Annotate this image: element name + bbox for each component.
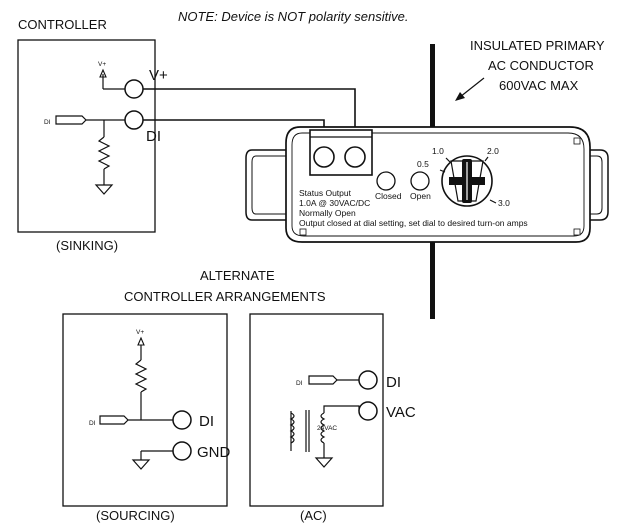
- sourcing-vplus-arrow: [137, 336, 145, 360]
- device-terminal-right: [344, 146, 366, 168]
- controller-title: CONTROLLER: [18, 17, 107, 32]
- di-terminal: [124, 110, 144, 130]
- status-line-1: Status Output: [299, 188, 352, 198]
- open-led: [410, 171, 430, 191]
- sourcing-di-terminal: [172, 410, 192, 430]
- sourcing-vplus-small-label: V+: [136, 329, 144, 336]
- di-terminal-label: DI: [146, 128, 161, 145]
- ac-caption: (AC): [300, 508, 327, 523]
- conductor-label-line2: AC CONDUCTOR: [488, 58, 594, 73]
- alternate-title-line2: CONTROLLER ARRANGEMENTS: [124, 289, 326, 304]
- sourcing-ground-symbol: [131, 450, 173, 470]
- closed-led: [376, 171, 396, 191]
- sourcing-caption: (SOURCING): [96, 508, 175, 523]
- transformer-label: 24VAC: [317, 425, 337, 432]
- sourcing-di-connector: [99, 415, 173, 425]
- conductor-label-line1: INSULATED PRIMARY: [470, 38, 605, 53]
- status-line-4: Output closed at dial setting, set dial …: [299, 218, 528, 228]
- alternate-title-line1: ALTERNATE: [200, 268, 275, 283]
- di-small-label: DI: [44, 119, 51, 126]
- ac-vac-terminal: [358, 401, 378, 421]
- dial-tick-1-0: 1.0: [432, 146, 444, 156]
- vplus-terminal: [124, 79, 144, 99]
- ac-di-terminal-label: DI: [386, 374, 401, 391]
- ac-di-terminal: [358, 370, 378, 390]
- ac-di-connector: [308, 375, 359, 385]
- device-terminal-left: [313, 146, 335, 168]
- ground-symbol: [94, 184, 114, 195]
- status-line-2: 1.0A @ 30VAC/DC: [299, 198, 370, 208]
- sourcing-gnd-terminal: [172, 441, 192, 461]
- sinking-caption: (SINKING): [56, 238, 118, 253]
- vplus-small-label: V+: [98, 61, 106, 68]
- setpoint-dial: [439, 155, 497, 207]
- open-led-label: Open: [410, 191, 431, 201]
- sourcing-di-terminal-label: DI: [199, 413, 214, 430]
- vplus-terminal-label: V+: [149, 67, 168, 84]
- controller-sourcing-box: [62, 313, 228, 507]
- dial-tick-0-5: 0.5: [417, 159, 429, 169]
- sourcing-di-small-label: DI: [89, 420, 96, 427]
- conductor-pointer-arrow: [455, 77, 485, 101]
- status-line-3: Normally Open: [299, 208, 356, 218]
- ac-di-small-label: DI: [296, 380, 303, 387]
- sourcing-gnd-terminal-label: GND: [197, 444, 231, 461]
- pulldown-resistor: [97, 120, 111, 185]
- transformer-symbol: [289, 405, 360, 458]
- closed-led-label: Closed: [375, 191, 402, 201]
- controller-sinking-box: [17, 39, 156, 233]
- ac-ground-symbol: [314, 457, 334, 468]
- polarity-note: NOTE: Device is NOT polarity sensitive.: [178, 9, 408, 24]
- ac-vac-terminal-label: VAC: [386, 404, 416, 421]
- sourcing-resistor: [134, 359, 148, 420]
- conductor-label-line3: 600VAC MAX: [499, 78, 579, 93]
- dial-tick-3-0: 3.0: [498, 198, 510, 208]
- dial-tick-2-0: 2.0: [487, 146, 499, 156]
